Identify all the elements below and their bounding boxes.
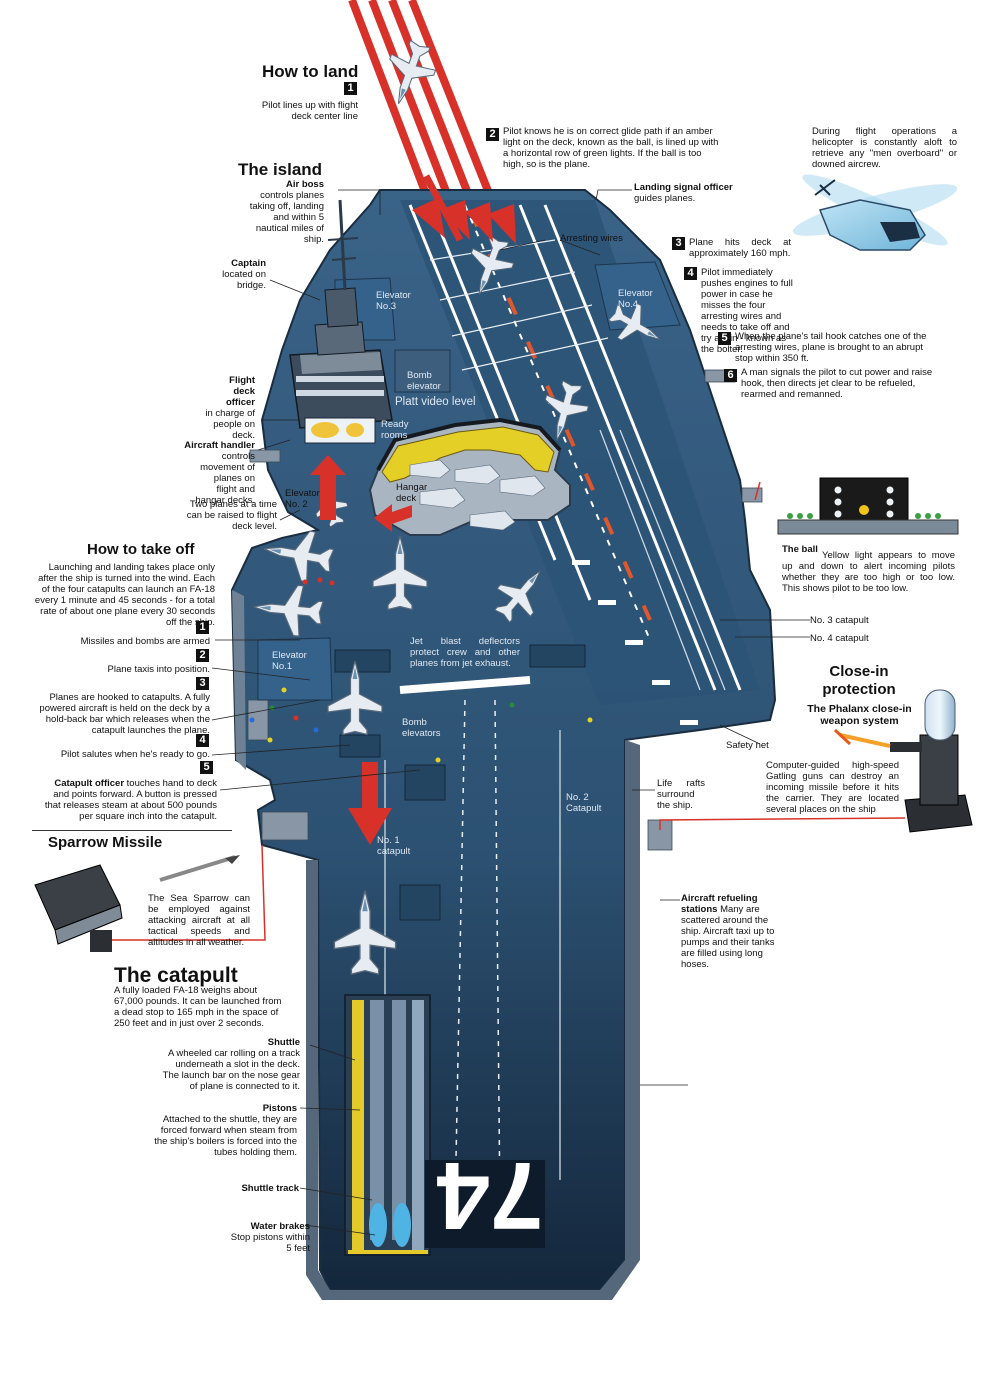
captain-title: Captain — [231, 258, 266, 269]
two-planes-text: Two planes at a time can be raised to fl… — [186, 499, 277, 532]
landing-signal-title: Landing signal officer — [634, 182, 733, 193]
optical-landing-system — [754, 477, 959, 535]
air-boss-text: controls planes taking off, landing and … — [249, 190, 324, 245]
land-step-5-number: 5 — [718, 332, 731, 345]
take-off-title: How to take off — [87, 541, 195, 558]
flight-deck-officer-title: Flight deck officer — [225, 375, 255, 408]
close-in-text: Computer-guided high-speed Gatling guns … — [766, 760, 899, 815]
elevator-3-label: Elevator No.3 — [376, 290, 411, 312]
sparrow-launcher — [34, 844, 266, 952]
rescue-helicopter — [792, 174, 958, 251]
takeoff-step-1-number: 1 — [196, 621, 209, 634]
catapult-officer-text: touches hand to deck and points forward.… — [44, 778, 217, 822]
land-step-6-text: A man signals the pilot to cut power and… — [741, 367, 933, 400]
sparrow-title: Sparrow Missile — [48, 834, 163, 851]
pistons-text: Attached to the shuttle, they are forced… — [154, 1114, 297, 1158]
shuttle-track-label: Shuttle track — [241, 1183, 299, 1194]
elevator-1-label: Elevator No.1 — [272, 650, 307, 672]
shuttle-text: A wheeled car rolling on a track underne… — [162, 1048, 300, 1092]
divider-line — [32, 830, 232, 831]
takeoff-step-3-text: Planes are hooked to catapults. A fully … — [39, 692, 210, 736]
water-brakes-text: Stop pistons within 5 feet — [230, 1232, 310, 1254]
jet-blast-label: Jet blast deflectors protect crew and ot… — [410, 636, 520, 669]
deck-crew — [249, 577, 593, 763]
bomb-elevators-label: Bomb elevators — [402, 717, 441, 739]
air-boss-title: Air boss — [285, 179, 324, 190]
catapult-title: The catapult — [114, 964, 238, 987]
platt-video-label: Platt video level — [395, 396, 476, 408]
no2-catapult-label: No. 2 Catapult — [566, 792, 602, 814]
pistons-title: Pistons — [262, 1103, 297, 1114]
approach-path — [348, 0, 502, 218]
arresting-wires-label: Arresting wires — [560, 233, 623, 244]
catapult-cutaway — [344, 994, 545, 1256]
land-step-1-number: 1 — [344, 82, 357, 95]
helicopter-caption: During flight operations a helicopter is… — [812, 126, 957, 170]
hull-number: 74 — [436, 1142, 544, 1249]
hangar-deck-label: Hangar deck — [396, 482, 428, 504]
land-step-1-text: Pilot lines up with flight deck center l… — [261, 100, 358, 122]
ready-rooms-label: Ready rooms — [381, 419, 409, 441]
refueling-title: Aircraft refueling stations — [681, 893, 758, 915]
captain-text: located on bridge. — [222, 269, 266, 291]
takeoff-step-4-number: 4 — [196, 734, 209, 747]
no3-catapult-label: No. 3 catapult — [810, 615, 869, 626]
close-in-title: Close-in protection — [822, 663, 896, 698]
land-step-3-text: Plane hits deck at approximately 160 mph… — [689, 237, 791, 259]
elevator-2-label: Elevator No. 2 — [285, 488, 320, 510]
landing-signal-text: guides planes. — [634, 193, 696, 204]
land-step-2-number: 2 — [486, 128, 499, 141]
takeoff-step-2-number: 2 — [196, 649, 209, 662]
how-to-land-title: How to land — [262, 62, 359, 81]
takeoff-step-1-text: Missiles and bombs are armed — [80, 636, 210, 647]
no1-catapult-label: No. 1 catapult — [377, 835, 411, 857]
water-brakes-title: Water brakes — [250, 1221, 310, 1232]
takeoff-step-5-number: 5 — [200, 761, 213, 774]
takeoff-step-2-text: Plane taxis into position. — [107, 664, 210, 675]
refueling-block: Aircraft refueling stations Many are sca… — [681, 893, 781, 970]
catapult-officer-title: Catapult officer — [54, 778, 125, 789]
aircraft-handler-text: controls movement of planes on flight an… — [195, 451, 255, 506]
safety-net-label: Safety net — [726, 740, 769, 751]
no4-catapult-label: No. 4 catapult — [810, 633, 869, 644]
close-in-subtitle: The Phalanx close-in weapon system — [807, 703, 912, 727]
ball-text: Yellow light appears to move up and down… — [782, 550, 955, 594]
takeoff-step-4-text: Pilot salutes when he's ready to go. — [60, 749, 210, 760]
elevator-4-label: Elevator No.4 — [618, 288, 653, 310]
land-step-5-text: When the plane's tail hook catches one o… — [735, 331, 927, 364]
bomb-elevator-label: Bomb elevator — [407, 370, 441, 392]
land-step-4-number: 4 — [684, 267, 697, 280]
catapult-text: A fully loaded FA-18 weighs about 67,000… — [114, 985, 282, 1029]
land-step-2-text: Pilot knows he is on correct glide path … — [503, 126, 719, 170]
ball-title: The ball — [782, 544, 818, 555]
take-off-intro: Launching and landing takes place only a… — [34, 562, 215, 628]
leader-lines — [211, 189, 810, 1236]
catapult-officer-block: Catapult officer touches hand to deck an… — [42, 778, 217, 822]
land-step-3-number: 3 — [672, 237, 685, 250]
island-title: The island — [238, 160, 323, 179]
island-structure — [289, 199, 393, 444]
land-step-4-text: Pilot immediately pushes engines to full… — [701, 267, 793, 355]
refueling-text: Many are scattered around the ship. Airc… — [681, 904, 775, 970]
aircraft-handler-title: Aircraft handler — [184, 440, 255, 451]
sparrow-text: The Sea Sparrow can be employed against … — [148, 893, 250, 948]
life-rafts-label: Life rafts surround the ship. — [657, 778, 705, 811]
shuttle-title: Shuttle — [267, 1037, 300, 1048]
flight-deck-officer-text: in charge of people on deck. — [205, 408, 255, 441]
land-step-6-number: 6 — [724, 369, 737, 382]
takeoff-step-3-number: 3 — [196, 677, 209, 690]
phalanx-gun — [659, 689, 973, 833]
